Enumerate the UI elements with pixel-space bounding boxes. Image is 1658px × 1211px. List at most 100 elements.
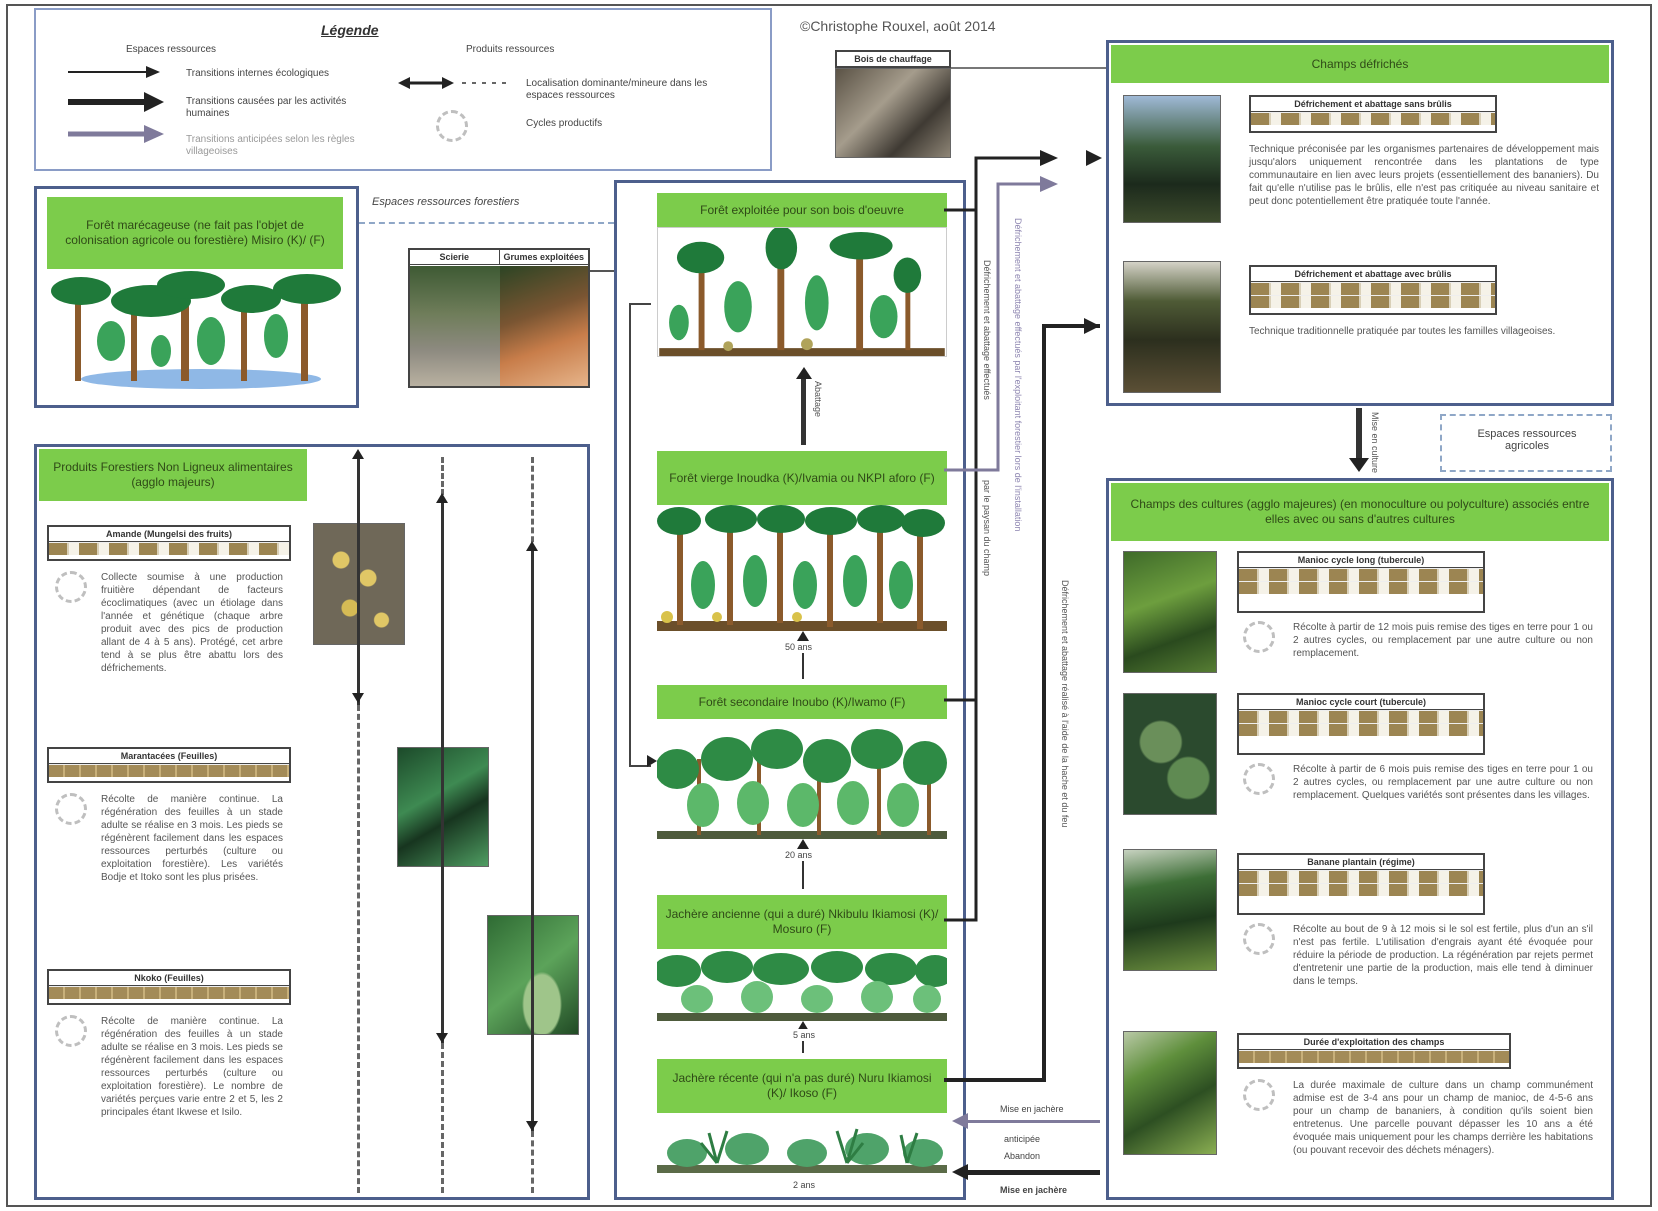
pfnl-line-3-dash-bottom (531, 1131, 534, 1193)
champs-def-table-1: Défrichement et abattage sans brûlis (1249, 95, 1497, 133)
wood-label-box: Bois de chauffage (835, 50, 951, 68)
culture-3-calendar-2 (1239, 883, 1483, 896)
arrow-s3-s2 (802, 639, 804, 679)
fallow-in-head (952, 1113, 968, 1129)
culture-2-calendar-2 (1239, 723, 1483, 736)
pfnl-item-3-cycle (55, 1015, 87, 1047)
loop-arrow-head (647, 755, 657, 767)
stage-5-title: Jachère récente (qui n'a pas duré) Nuru … (657, 1059, 947, 1113)
legend-box: Légende Espaces ressources Produits ress… (34, 8, 772, 171)
culture-3-calendar-1 (1239, 870, 1483, 883)
arrow-champs-down-head (1349, 458, 1369, 472)
pfnl-item-2-name: Marantacées (Feuilles) (49, 749, 289, 764)
champs-def-t1-name: Défrichement et abattage sans brûlis (1251, 97, 1495, 112)
legend-col2-head: Produits ressources (466, 44, 555, 55)
wood-photo (835, 68, 951, 158)
agri-resources-box: Espaces ressources agricoles (1440, 414, 1612, 472)
legend-title: Légende (321, 22, 379, 38)
pfnl-item-1-name: Amande (Mungelsi des fruits) (49, 527, 289, 542)
culture-1-text: Récolte à partir de 12 mois puis remise … (1293, 622, 1593, 659)
pfnl-line-3 (531, 551, 534, 1131)
culture-3-table: Banane plantain (régime) (1237, 853, 1485, 915)
culture-3-name: Banane plantain (régime) (1239, 855, 1483, 870)
fallow-abandon-label: Abandon (1004, 1151, 1041, 1161)
arrow-s2-s1-head (796, 367, 812, 379)
exploit-photo-1 (410, 266, 500, 386)
pfnl-item-3-calendar (49, 986, 289, 999)
stage-2-title: Forêt vierge Inoudka (K)/Ivamia ou NKPI … (657, 451, 947, 505)
culture-4-text: La durée maximale de culture dans un cha… (1293, 1080, 1593, 1156)
legend-cycle-label: Cycles productifs (526, 118, 603, 129)
pfnl-item-2-text: Récolte de manière continue. La régénéra… (101, 794, 283, 883)
legend-dashed-label: Localisation dominante/mineure dans les … (526, 78, 708, 101)
pfnl-table-2: Marantacées (Feuilles) (47, 747, 291, 783)
stage-1-title: Forêt exploitée pour son bois d'oeuvre (657, 193, 947, 227)
legend-item-1: Transitions internes écologiques (186, 68, 330, 79)
forest-resources-link (359, 222, 614, 224)
champs-def-table-2: Défrichement et abattage avec brûlis (1249, 265, 1497, 315)
agri-resources-label: Espaces ressources agricoles (1477, 428, 1577, 452)
arrow-champs-down (1356, 408, 1362, 460)
pfnl-line-3-arrow-up (526, 541, 538, 551)
culture-1-photo (1123, 551, 1217, 673)
loop-arrow (629, 303, 651, 767)
arrow-s5-s4-head (797, 1021, 809, 1031)
champs-def-photo-1 (1123, 95, 1221, 223)
fallow-anticip-label: anticipée (1004, 1134, 1041, 1144)
culture-1-calendar-2 (1239, 581, 1483, 594)
pfnl-title: Produits Forestiers Non Ligneux alimenta… (39, 449, 307, 501)
stage-age-5: 5 ans (793, 1029, 816, 1041)
pfnl-line-1-dash (357, 705, 360, 1193)
culture-1-cycle (1243, 621, 1275, 653)
stage-4-illustration (657, 951, 947, 1021)
connector-lines (944, 150, 1100, 1082)
vertical-label-4: Défrichement et abattage réalisé à l'aid… (1060, 580, 1070, 828)
swamp-forest-title: Forêt marécageuse (ne fait pas l'objet d… (47, 197, 343, 269)
pfnl-item-2-cycle (55, 793, 87, 825)
pfnl-item-1-calendar (49, 542, 289, 555)
pfnl-line-1-arrow-down (352, 693, 364, 703)
culture-2-text: Récolte à partir de 6 mois puis remise d… (1293, 764, 1593, 801)
champs-def-t2-text: Technique traditionnelle pratiquée par t… (1249, 326, 1556, 337)
stage-3-illustration (657, 729, 947, 839)
stage-age-20: 20 ans (785, 849, 813, 861)
pfnl-item-1-text: Collecte soumise à une production fruiti… (101, 572, 283, 674)
champs-def-t1-text: Technique préconisée par les organismes … (1249, 144, 1599, 207)
culture-3-cycle (1243, 923, 1275, 955)
champs-def-t2-calendar-1 (1251, 282, 1495, 295)
champs-def-t1-calendar (1251, 112, 1495, 125)
fallow-out-head (952, 1164, 968, 1180)
swamp-forest-box: Forêt marécageuse (ne fait pas l'objet d… (34, 186, 359, 408)
vertical-label-2: Défrichement et abattage effectués (982, 260, 992, 400)
stage-4-title: Jachère ancienne (qui a duré) Nkibulu Ik… (657, 895, 947, 949)
culture-4-cycle (1243, 1079, 1275, 1111)
champs-def-photo-2 (1123, 261, 1221, 393)
culture-2-photo (1123, 693, 1217, 815)
pfnl-item-2-calendar (49, 764, 289, 777)
champs-cultures-box: Champs des cultures (agglo majeures) (en… (1106, 478, 1614, 1200)
culture-4-table: Durée d'exploitation des champs (1237, 1033, 1511, 1069)
culture-4-calendar (1239, 1050, 1509, 1063)
pfnl-line-3-dash-top (531, 457, 534, 551)
pfnl-box: Produits Forestiers Non Ligneux alimenta… (34, 444, 590, 1200)
wood-label: Bois de chauffage (854, 54, 932, 64)
copyright: ©Christophe Rouxel, août 2014 (800, 18, 996, 34)
arrow-s3-s2-head (797, 631, 809, 641)
champs-defriches-box: Champs défrichés Défrichement et abattag… (1106, 40, 1614, 406)
connector-head-top (1086, 150, 1102, 166)
arrow-s4-s3 (802, 847, 804, 889)
legend-arrows (68, 66, 164, 143)
succession-box: Forêt exploitée pour son bois d'oeuvre F… (614, 180, 966, 1200)
culture-3-text: Récolte au bout de 9 à 12 mois si le sol… (1293, 924, 1593, 987)
swamp-forest-illustration (51, 271, 341, 389)
stage-2-illustration (657, 505, 947, 631)
pfnl-item-3-name: Nkoko (Feuilles) (49, 971, 289, 986)
exploit-photos-box: Scierie Grumes exploitées (408, 248, 590, 388)
fallow-in-line (960, 1120, 1100, 1123)
culture-2-table: Manioc cycle court (tubercule) (1237, 693, 1485, 755)
mise-en-culture-label: Mise en culture (1370, 412, 1380, 474)
legend-col1-head: Espaces ressources (126, 44, 217, 55)
legend-item-3: Transitions anticipées selon les règles … (186, 134, 355, 157)
culture-1-calendar-1 (1239, 568, 1483, 581)
champs-defriches-title: Champs défrichés (1111, 45, 1609, 83)
